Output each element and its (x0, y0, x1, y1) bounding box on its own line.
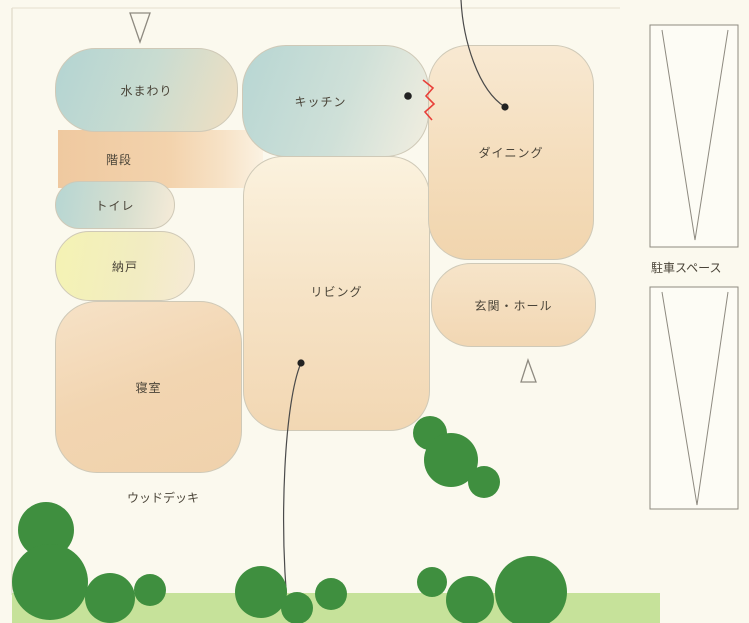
entry-arrow-icon (129, 12, 151, 44)
room-label: 階段 (106, 152, 133, 167)
tree (85, 573, 135, 623)
room-kitchen: キッチン (242, 45, 429, 157)
tree (134, 574, 166, 606)
sightline-dot (501, 103, 509, 111)
trees (12, 416, 567, 623)
kitchen-counter-mark (422, 79, 436, 121)
tree (315, 578, 347, 610)
room-mizumawari: 水まわり (55, 48, 238, 132)
parking-car-mark (661, 291, 729, 506)
room-stairs: 階段 (58, 130, 263, 188)
parking-space-label: 駐車スペース (651, 261, 722, 275)
room-label: ダイニング (478, 146, 544, 160)
tree (468, 466, 500, 498)
room-entrance-hall: 玄関・ホール (431, 263, 596, 347)
sightline (460, 0, 506, 108)
tree (424, 433, 478, 487)
tree (417, 567, 447, 597)
sightline-dot (404, 92, 412, 100)
parking-bay (649, 286, 739, 510)
tree (446, 576, 494, 623)
room-storage: 納戸 (55, 231, 195, 301)
sightline (283, 362, 302, 623)
parking-bay (649, 24, 739, 248)
room-label: 玄関・ホール (474, 298, 553, 313)
tree (495, 556, 567, 623)
tree (235, 566, 287, 618)
room-label: リビング (310, 285, 363, 299)
room-label: 納戸 (111, 259, 138, 274)
room-label: 寝室 (135, 380, 162, 395)
room-label: トイレ (95, 198, 135, 213)
parking-car-mark (661, 29, 729, 241)
room-toilet: トイレ (55, 181, 175, 229)
room-living: リビング (243, 156, 430, 431)
room-label: 水まわり (120, 83, 173, 98)
room-bedroom: 寝室 (55, 301, 242, 473)
wood-deck-label: ウッドデッキ (127, 491, 200, 505)
sightline-dot (297, 359, 305, 367)
tree (281, 592, 313, 623)
room-label: キッチン (294, 94, 347, 109)
entry-arrow-icon (520, 357, 537, 383)
tree (18, 502, 74, 558)
room-dining: ダイニング (428, 45, 594, 260)
tree (12, 544, 88, 620)
